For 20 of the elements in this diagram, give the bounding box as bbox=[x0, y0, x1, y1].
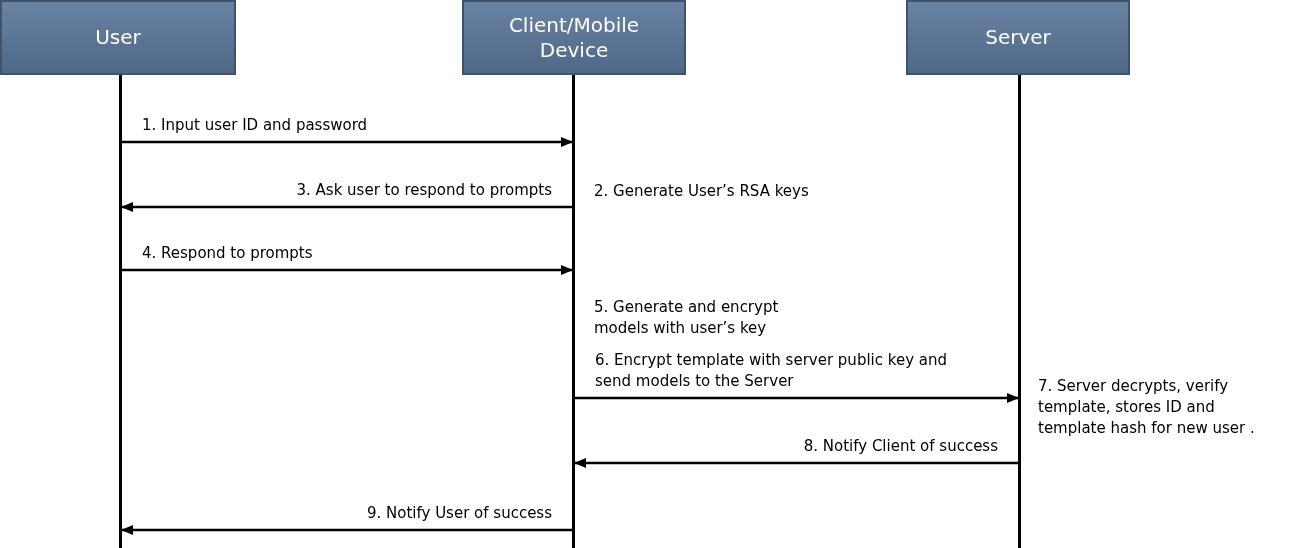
participant-name: Server bbox=[985, 25, 1051, 50]
message-arrow bbox=[122, 265, 573, 275]
edge-label: 3. Ask user to respond to prompts bbox=[296, 180, 552, 201]
participant-box bbox=[906, 0, 1130, 75]
message-arrow bbox=[122, 137, 573, 147]
message-arrow bbox=[574, 458, 1018, 468]
message-arrow bbox=[121, 202, 572, 212]
participant-box bbox=[462, 0, 686, 75]
participant-name: User bbox=[95, 25, 141, 50]
edge-label: 8. Notify Client of success bbox=[803, 436, 998, 457]
edge-label: 4. Respond to prompts bbox=[142, 243, 313, 264]
participant-box bbox=[0, 0, 236, 75]
participant-name: Client/Mobile Device bbox=[507, 12, 641, 63]
lifeline bbox=[1018, 75, 1021, 548]
edge-label: 9. Notify User of success bbox=[366, 503, 552, 524]
lifeline bbox=[119, 75, 122, 548]
message-arrow bbox=[121, 525, 572, 535]
message-arrow bbox=[575, 393, 1019, 403]
lifeline bbox=[572, 75, 575, 548]
edge-label: 1. Input user ID and password bbox=[142, 115, 368, 136]
